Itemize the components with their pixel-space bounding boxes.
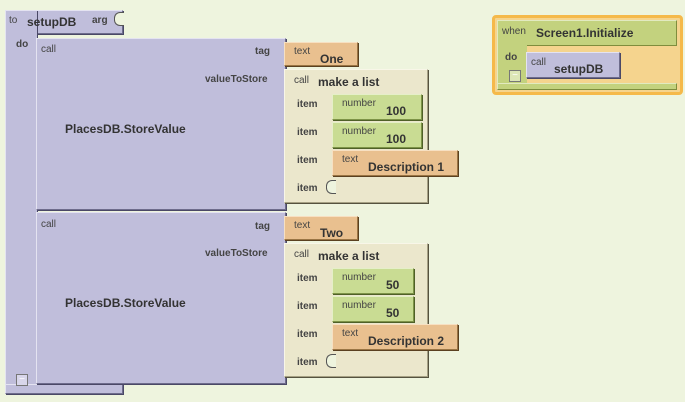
text-type-label: text [342, 154, 359, 165]
number-value[interactable]: 50 [386, 306, 400, 320]
event-block-screen-initialize[interactable] [497, 20, 677, 46]
number-value[interactable]: 100 [386, 132, 407, 146]
item-label: item [297, 155, 318, 166]
procedure-body [5, 10, 37, 394]
item-label: item [297, 99, 318, 110]
number-block[interactable] [332, 268, 414, 294]
procedure-bottom [5, 384, 123, 394]
to-label: to [9, 15, 18, 26]
call-block-storevalue[interactable] [36, 212, 286, 384]
collapse-button[interactable]: − [509, 70, 521, 82]
text-type-label: text [294, 220, 311, 231]
text-value[interactable]: Description 1 [368, 160, 445, 174]
item-label: item [297, 357, 318, 368]
do-label: do [16, 39, 29, 50]
item-label: item [297, 329, 318, 340]
tag-label: tag [255, 46, 270, 57]
item-label: item [297, 301, 318, 312]
value-label: valueToStore [205, 74, 268, 85]
do-label: do [505, 52, 518, 63]
number-block[interactable] [332, 94, 422, 120]
value-label: valueToStore [205, 248, 268, 259]
number-type-label: number [342, 272, 376, 283]
empty-item-socket[interactable] [326, 354, 336, 368]
text-block[interactable] [284, 42, 358, 66]
call-label: call [294, 249, 310, 260]
item-label: item [297, 273, 318, 284]
call-block-storevalue[interactable] [36, 38, 286, 210]
text-type-label: text [294, 46, 311, 57]
when-label: when [502, 26, 526, 37]
collapse-button[interactable]: − [16, 374, 28, 386]
text-block[interactable] [332, 324, 458, 350]
item-label: item [297, 183, 318, 194]
method-name: PlacesDB.StoreValue [65, 122, 186, 136]
event-name: Screen1.Initialize [536, 26, 634, 40]
procedure-name[interactable]: setupDB [27, 15, 77, 29]
empty-item-socket[interactable] [326, 180, 336, 194]
arg-socket[interactable] [114, 12, 124, 26]
call-label: call [531, 57, 547, 68]
number-block[interactable] [332, 296, 414, 322]
number-value[interactable]: 50 [386, 278, 400, 292]
text-value[interactable]: Two [320, 226, 344, 240]
call-label: call [294, 75, 310, 86]
text-type-label: text [342, 328, 359, 339]
tag-label: tag [255, 221, 270, 232]
item-label: item [297, 127, 318, 138]
text-value[interactable]: One [320, 52, 344, 66]
call-label: call [41, 44, 57, 55]
event-bottom [497, 83, 677, 90]
call-name: setupDB [554, 62, 604, 76]
number-type-label: number [342, 300, 376, 311]
list-name: make a list [318, 249, 380, 263]
arg-label: arg [92, 15, 108, 26]
text-value[interactable]: Description 2 [368, 334, 445, 348]
call-label: call [41, 219, 57, 230]
list-name: make a list [318, 75, 380, 89]
text-block[interactable] [332, 150, 458, 176]
number-type-label: number [342, 126, 376, 137]
call-block-setupdb[interactable] [526, 52, 620, 78]
number-block[interactable] [332, 122, 422, 148]
number-value[interactable]: 100 [386, 104, 407, 118]
text-block[interactable] [284, 216, 358, 240]
number-type-label: number [342, 98, 376, 109]
method-name: PlacesDB.StoreValue [65, 296, 186, 310]
